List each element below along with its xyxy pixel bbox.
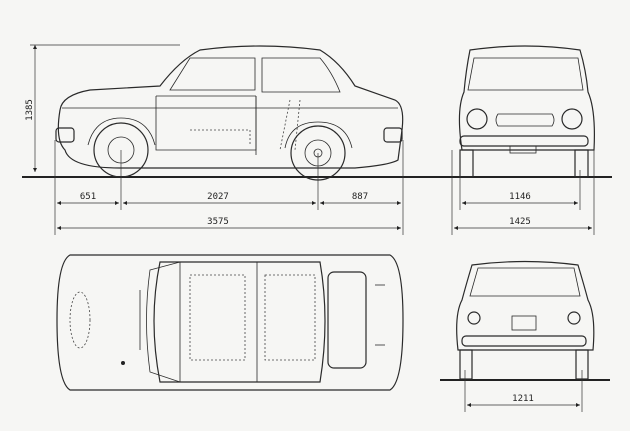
height-label: 1385 [25,99,35,121]
front-dimensions: 1146 1425 [451,150,595,235]
side-view [55,45,404,181]
overall-width-label: 1425 [509,217,531,227]
side-dimensions: 651 2027 887 3575 [54,140,404,235]
front-view [458,45,595,178]
rear-overhang-label: 887 [352,192,368,202]
wheelbase-label: 2027 [207,192,229,202]
height-dimension: 1385 [25,44,180,172]
rear-track-label: 1211 [512,394,534,404]
rear-dimensions: 1211 [464,370,583,412]
rear-view [456,260,595,380]
front-overhang-label: 651 [80,192,96,202]
front-track-label: 1146 [509,192,531,202]
top-view [56,254,404,391]
overall-length-label: 3575 [207,217,229,227]
